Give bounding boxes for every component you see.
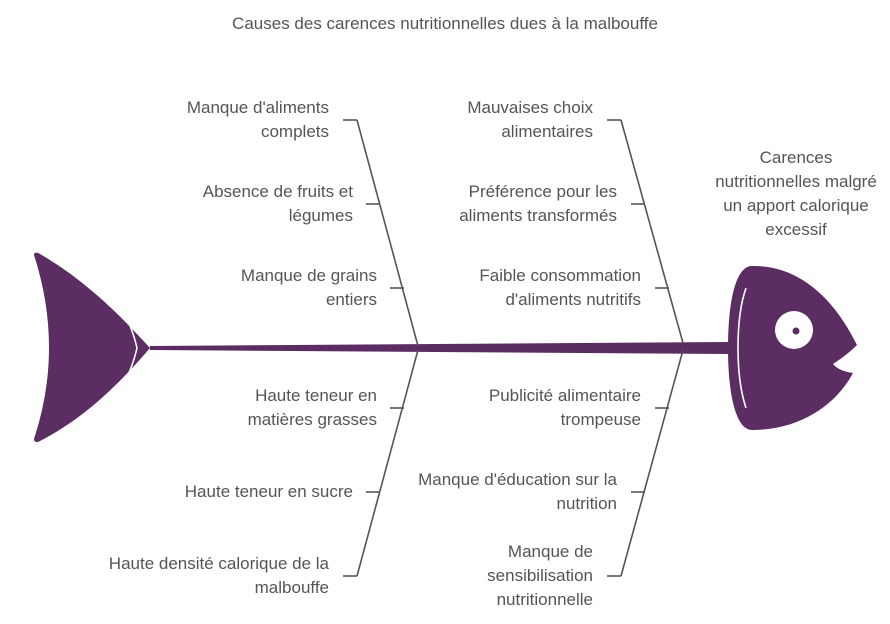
fish-spine	[150, 342, 728, 354]
fish-tail	[34, 252, 150, 443]
cause-label: Manque de grains entiers	[240, 266, 377, 309]
fish-tail-highlight	[111, 291, 138, 405]
bone-bottom-right	[620, 349, 684, 577]
cause-label: Faible consommation d'aliments nutritifs	[479, 266, 641, 309]
cause-label: Haute teneur en sucre	[184, 482, 353, 501]
cause-label: Haute densité calorique de la malbouffe	[108, 554, 329, 597]
cause-label: Publicité alimentaire trompeuse	[488, 386, 641, 429]
cause-label: Manque d'éducation sur la nutrition	[418, 470, 617, 513]
cause-label: Manque d'aliments complets	[186, 98, 329, 141]
fish-head-highlight	[737, 287, 747, 409]
cause-label: Préférence pour les aliments transformés	[459, 182, 617, 225]
cause-label: Manque de sensibilisation nutritionnelle	[487, 542, 593, 609]
cause-label: Absence de fruits et légumes	[202, 182, 353, 225]
diagram-title: Causes des carences nutritionnelles dues…	[232, 14, 658, 33]
cause-label: Mauvaises choix alimentaires	[467, 98, 593, 141]
effect-label: Carences nutritionnelles malgré un appor…	[715, 148, 877, 239]
bone-top-left	[356, 119, 419, 347]
bone-bottom-left	[356, 349, 419, 577]
bone-top-right	[620, 119, 684, 344]
cause-label: Haute teneur en matières grasses	[247, 386, 377, 429]
fish-pupil	[792, 327, 800, 335]
